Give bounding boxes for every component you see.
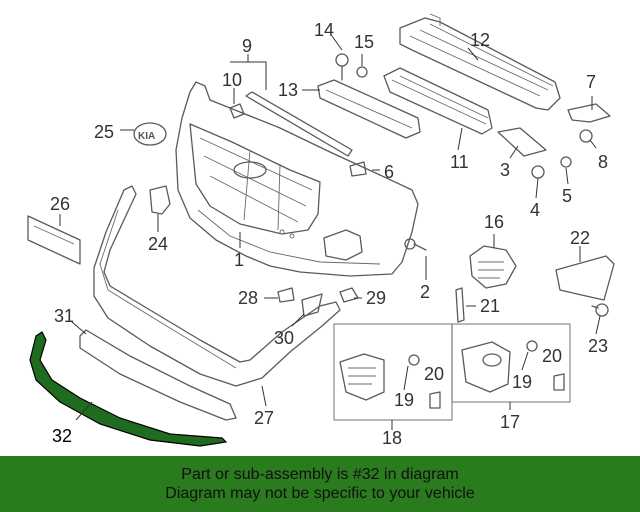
callout-17: 17 bbox=[500, 412, 520, 432]
callout-20a: 20 bbox=[424, 364, 444, 384]
callout-7: 7 bbox=[586, 72, 596, 92]
callout-21: 21 bbox=[480, 296, 500, 316]
callout-28: 28 bbox=[238, 288, 258, 308]
callout-4: 4 bbox=[530, 200, 540, 220]
part-11-energy-absorber bbox=[383, 67, 493, 135]
parts-diagram: KIA bbox=[27, 13, 615, 448]
part-25-emblem: KIA bbox=[133, 122, 167, 146]
callout-26: 26 bbox=[50, 194, 70, 214]
callout-23: 23 bbox=[588, 336, 608, 356]
part-24-bracket bbox=[149, 185, 171, 215]
callout-20b: 20 bbox=[542, 346, 562, 366]
callout-11: 11 bbox=[450, 152, 469, 172]
callout-19b: 19 bbox=[512, 372, 532, 392]
callout-27: 27 bbox=[254, 408, 274, 428]
callout-19a: 19 bbox=[394, 390, 414, 410]
box-17-assembly bbox=[451, 323, 571, 403]
info-banner: Part or sub-assembly is #32 in diagram D… bbox=[0, 456, 640, 512]
banner-line-1: Part or sub-assembly is #32 in diagram bbox=[181, 466, 459, 483]
callout-15: 15 bbox=[354, 32, 374, 52]
callout-25: 25 bbox=[94, 122, 114, 142]
callout-14: 14 bbox=[314, 20, 334, 40]
callout-10: 10 bbox=[222, 70, 242, 90]
callout-6: 6 bbox=[384, 162, 394, 182]
callout-31: 31 bbox=[54, 306, 74, 326]
part-12-reinforcement-beam bbox=[399, 13, 561, 111]
callout-29: 29 bbox=[366, 288, 386, 308]
callout-8: 8 bbox=[598, 152, 608, 172]
callout-32: 32 bbox=[52, 426, 72, 446]
part-1-bumper-cover bbox=[175, 81, 419, 277]
part-27-lower-bumper bbox=[93, 185, 341, 387]
banner-line-2: Diagram may not be specific to your vehi… bbox=[165, 485, 475, 502]
part-16-fog-cover bbox=[469, 245, 517, 289]
callout-12: 12 bbox=[470, 30, 490, 50]
callout-3: 3 bbox=[500, 160, 510, 180]
callout-5: 5 bbox=[562, 186, 572, 206]
callout-9: 9 bbox=[242, 36, 252, 56]
callout-22: 22 bbox=[570, 228, 590, 248]
part-31-lower-strip bbox=[79, 329, 237, 421]
part-32-lower-trim-highlight bbox=[29, 331, 228, 447]
callout-18: 18 bbox=[382, 428, 402, 448]
svg-text:KIA: KIA bbox=[138, 131, 155, 142]
part-22-side-bracket bbox=[555, 255, 615, 301]
leader-lines bbox=[59, 35, 601, 430]
callout-1: 1 bbox=[234, 250, 244, 270]
callout-24: 24 bbox=[148, 234, 168, 254]
callout-16: 16 bbox=[484, 212, 504, 232]
callout-2: 2 bbox=[420, 282, 430, 302]
part-26-plate-bracket bbox=[27, 215, 81, 265]
callout-labels: 9 10 14 15 12 13 7 25 11 6 3 8 4 5 26 24… bbox=[50, 20, 608, 448]
part-13-upper-cover bbox=[317, 79, 421, 139]
callout-13: 13 bbox=[278, 80, 298, 100]
callout-30: 30 bbox=[274, 328, 294, 348]
part-9-grille-strip bbox=[245, 91, 353, 157]
